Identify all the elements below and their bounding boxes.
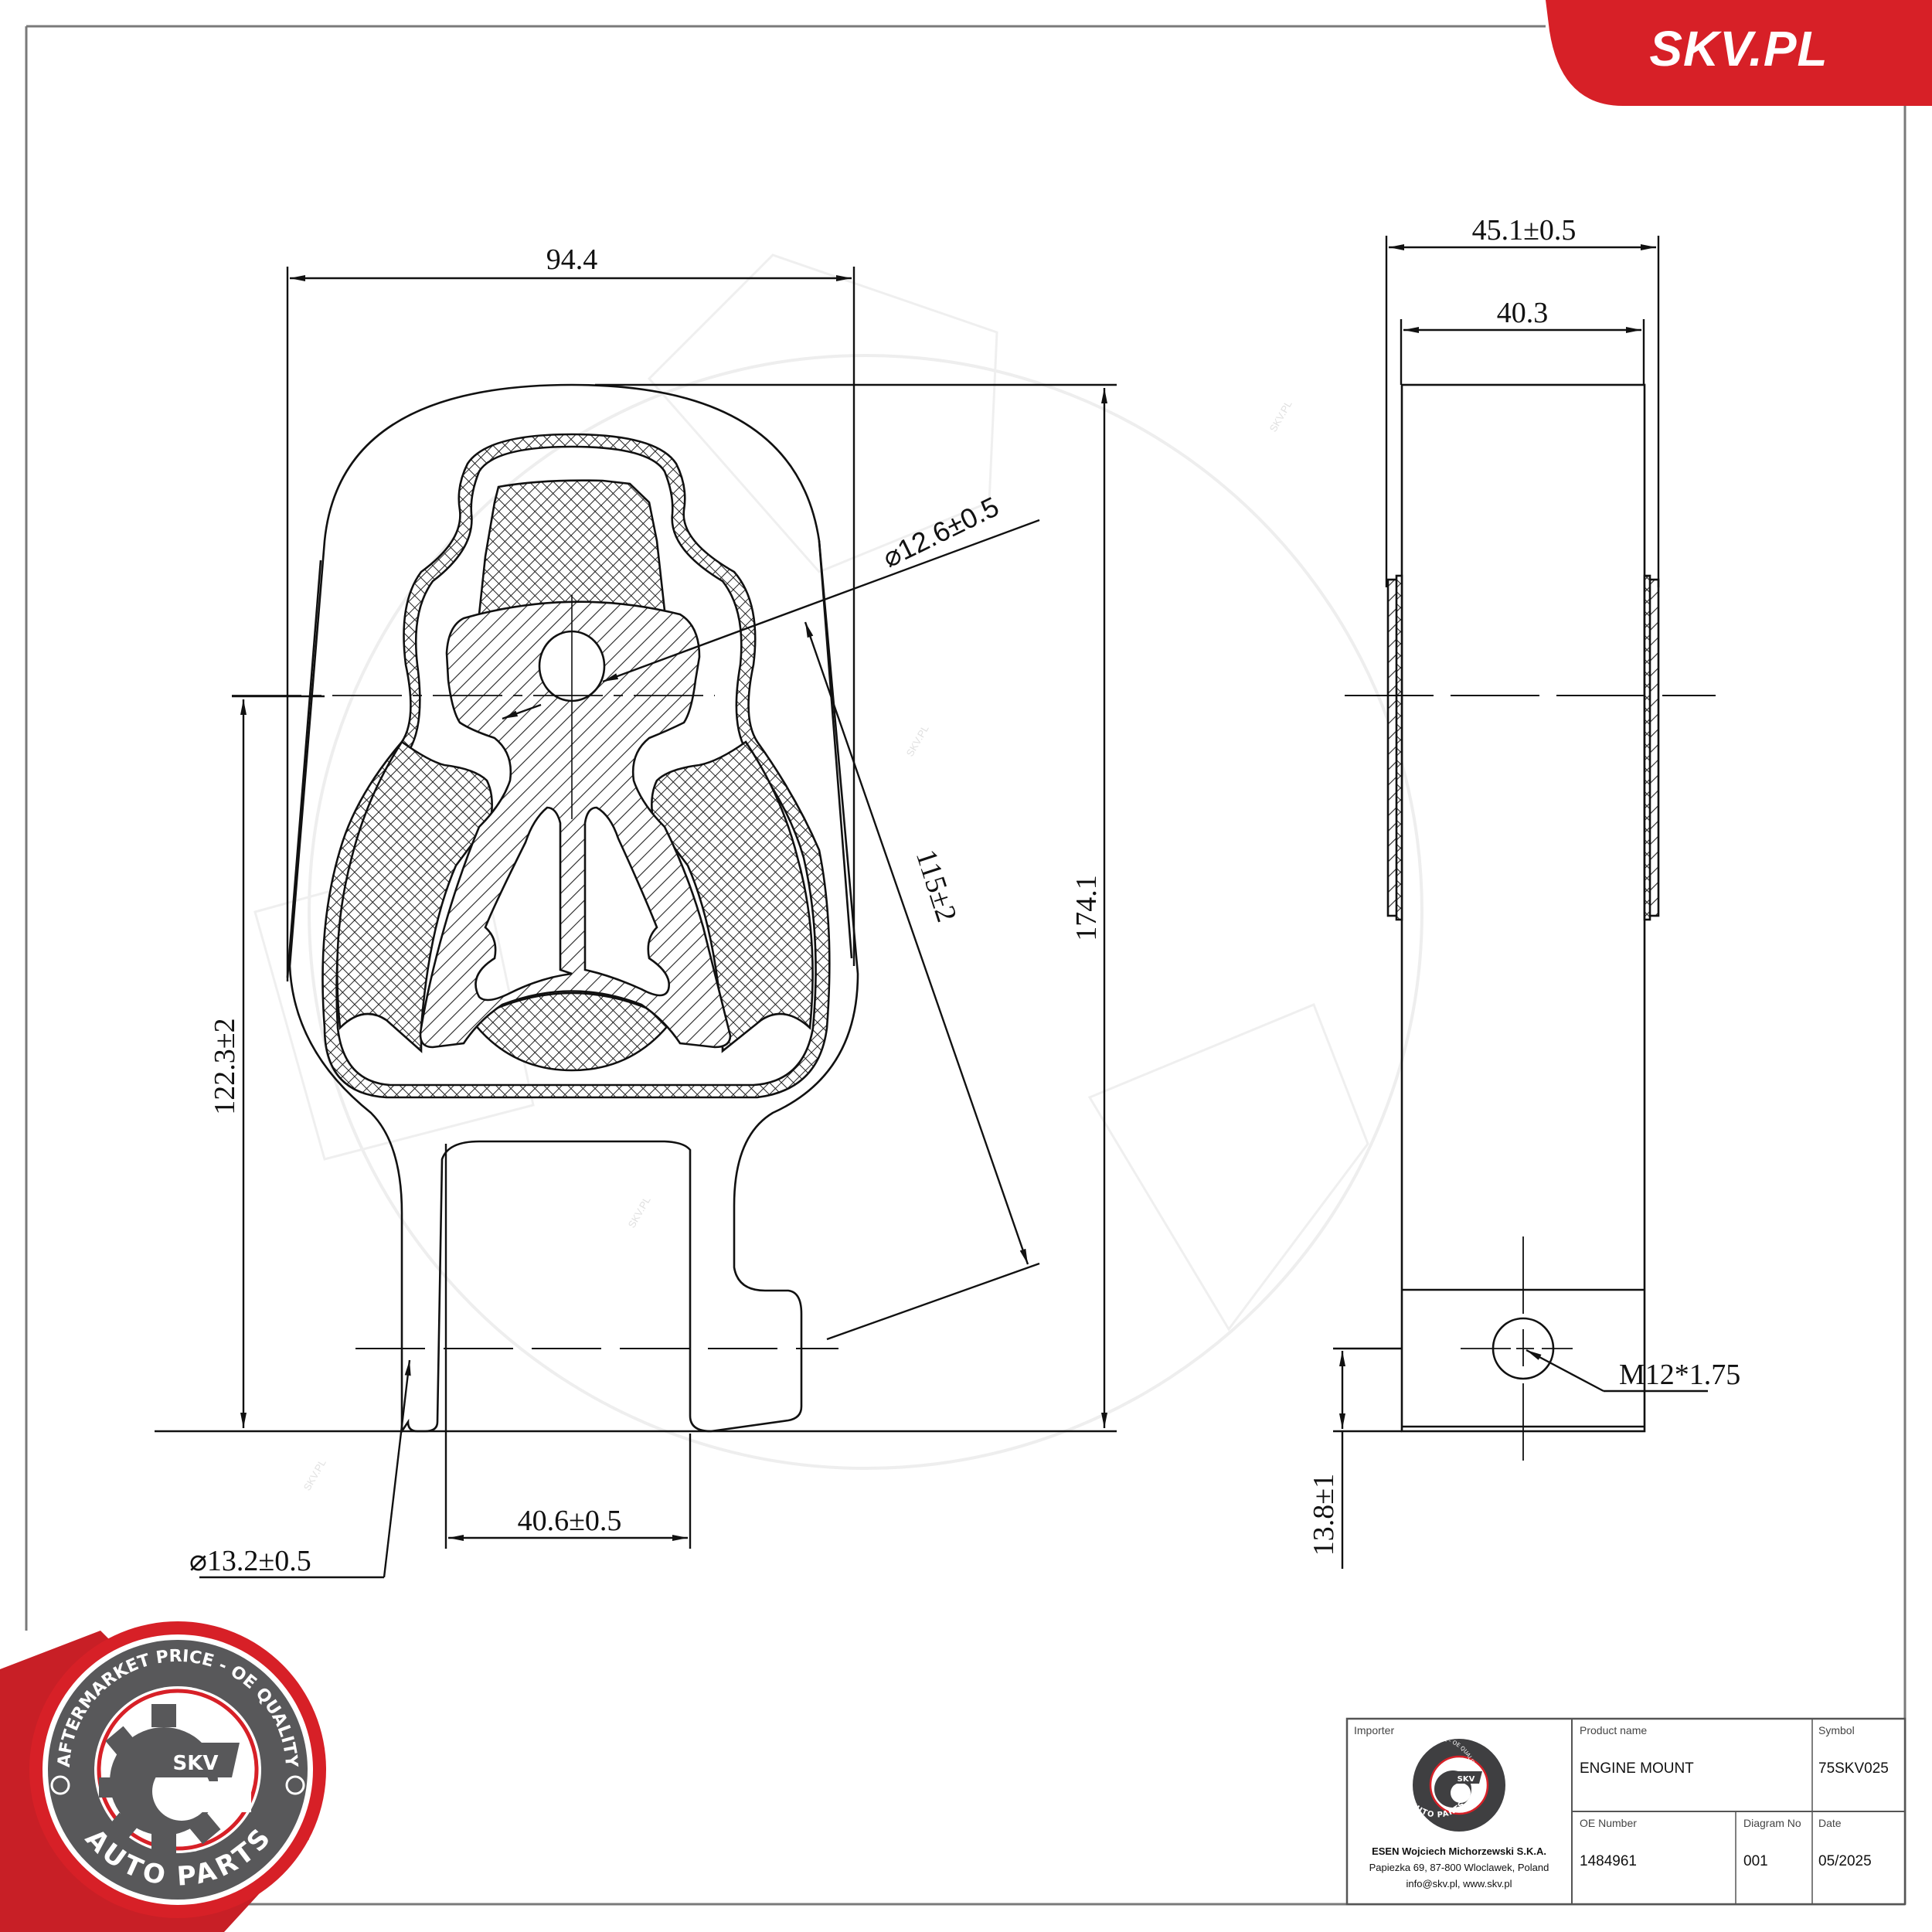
side-view xyxy=(1345,383,1716,1461)
dim-overall-width: 94.4 xyxy=(546,243,598,276)
upper-bumper xyxy=(478,479,666,616)
date-label: Date xyxy=(1818,1817,1842,1829)
dim-tab-hole-diameter: ⌀13.2±0.5 xyxy=(189,1545,311,1577)
oe-number-value: 1484961 xyxy=(1580,1853,1637,1869)
brand-tab: SKV.PL xyxy=(1546,0,1932,106)
side-dimension-labels: 45.1±0.5 40.3 M12*1.75 13.8±1 xyxy=(1308,214,1740,1556)
title-block: Importer SKV AFTERMARKET PRICE - OE QUAL… xyxy=(1345,1717,1906,1906)
dim-eye-height: 122.3±2 xyxy=(209,1018,241,1114)
skv-badge: SKV AFTERMARKET PRICE - OE QUALITY AUTO … xyxy=(0,1621,326,1932)
front-dimensions xyxy=(155,267,1117,1579)
dim-tab-width: 40.6±0.5 xyxy=(518,1505,622,1537)
dim-overall-height: 174.1 xyxy=(1070,875,1103,941)
dim-overall-thickness: 45.1±0.5 xyxy=(1472,214,1577,247)
importer-logo: SKV AFTERMARKET PRICE - OE QUALITY AUTO … xyxy=(1398,1736,1505,1832)
product-name-value: ENGINE MOUNT xyxy=(1580,1760,1694,1777)
rubber-outer-ring xyxy=(321,433,831,1099)
skv-banner xyxy=(155,1743,240,1777)
side-left-strip-inner xyxy=(1395,574,1403,921)
watermark-text: SKV.PL xyxy=(301,1458,328,1493)
dim-thread: M12*1.75 xyxy=(1619,1359,1740,1391)
dim-inner-thickness: 40.3 xyxy=(1497,297,1549,329)
brand-tab-label: SKV.PL xyxy=(1649,21,1828,77)
oe-number-label: OE Number xyxy=(1580,1817,1637,1829)
side-right-strip-inner xyxy=(1643,574,1651,921)
front-outer-outline xyxy=(288,383,859,1435)
importer-address: Papiezka 69, 87-800 Wloclawek, Poland xyxy=(1369,1862,1549,1873)
diagram-no-label: Diagram No xyxy=(1743,1817,1801,1829)
side-dimensions xyxy=(1333,236,1708,1569)
watermark-text: SKV.PL xyxy=(904,723,931,759)
product-name-label: Product name xyxy=(1580,1724,1647,1736)
metal-core xyxy=(419,600,732,1049)
dim-eye-diameter: ⌀12.6±0.5 xyxy=(878,491,1004,574)
date-value: 05/2025 xyxy=(1818,1853,1872,1869)
lower-bumper xyxy=(470,992,674,1072)
badge-center-text: SKV xyxy=(173,1752,219,1775)
symbol-value: 75SKV025 xyxy=(1818,1760,1889,1777)
diagram-no-value: 001 xyxy=(1743,1853,1768,1869)
symbol-label: Symbol xyxy=(1818,1724,1855,1736)
importer-company: ESEN Wojciech Michorzewski S.K.A. xyxy=(1372,1845,1546,1857)
drawing-frame xyxy=(25,25,1906,1906)
importer-contact: info@skv.pl, www.skv.pl xyxy=(1406,1878,1512,1889)
watermark-text: SKV.PL xyxy=(626,1195,653,1230)
dim-eye-to-bolt: 115±2 xyxy=(910,845,963,926)
importer-logo-text: SKV xyxy=(1458,1775,1475,1784)
front-view xyxy=(232,383,859,1435)
watermark-text: SKV.PL xyxy=(1267,399,1294,434)
importer-label: Importer xyxy=(1354,1724,1394,1736)
dim-thread-height: 13.8±1 xyxy=(1308,1474,1340,1556)
